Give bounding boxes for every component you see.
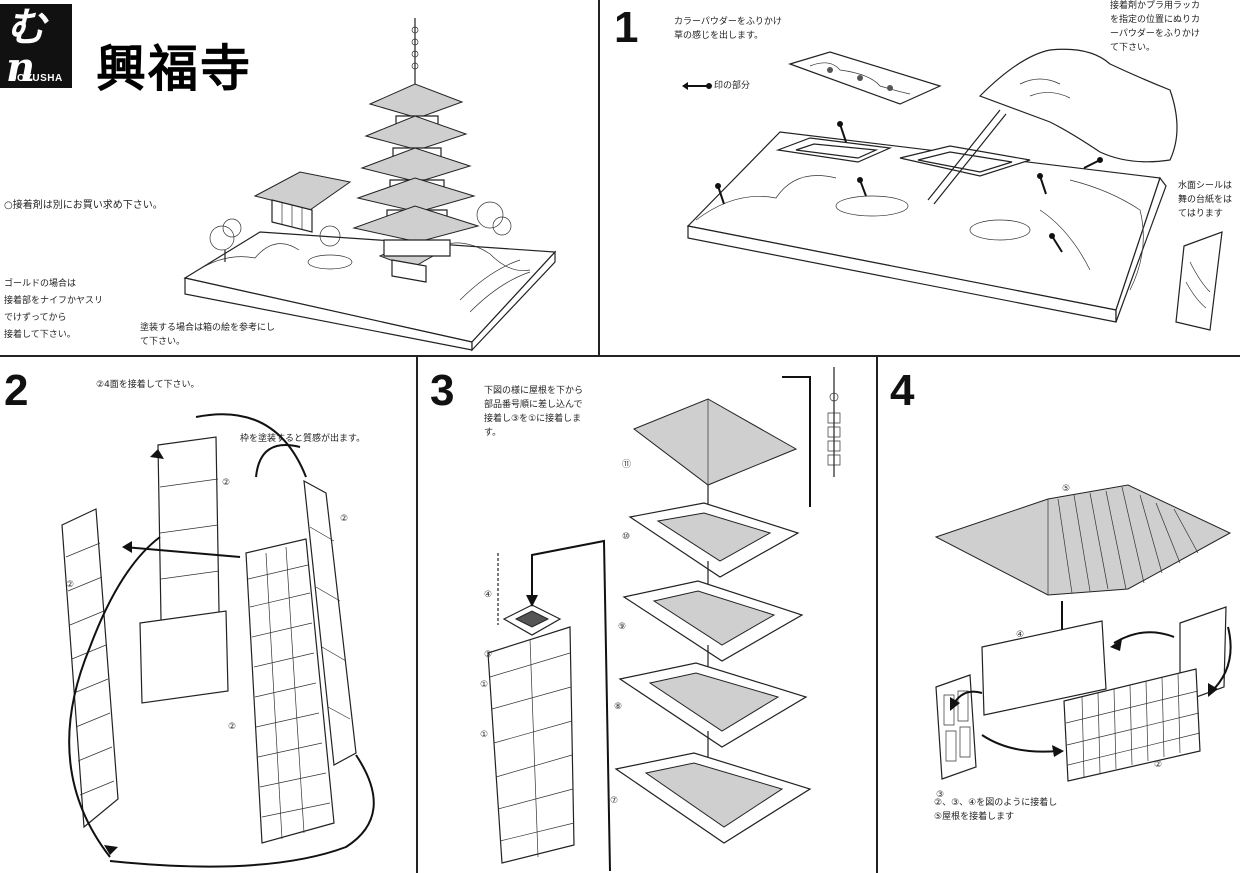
- svg-text:④: ④: [1016, 630, 1024, 640]
- svg-text:③: ③: [936, 790, 944, 800]
- svg-text:①: ①: [480, 730, 488, 740]
- intro-panel: むn DOYUSHA 興福寺 ○接着剤は別にお買い求め下さい。 ゴールドの場合は…: [0, 0, 598, 355]
- step-3-panel: 3 下図の様に屋根を下から 部品番号順に差し込んで 接着し③を①に接着しま す。…: [418, 357, 876, 873]
- pagoda-body: [488, 605, 574, 863]
- step-2-note-frame: 枠を塗装すると質感が出ます。: [240, 434, 366, 444]
- svg-text:⑤: ⑤: [1062, 484, 1070, 494]
- svg-text:⑦: ⑦: [610, 796, 618, 806]
- step-3-number: 3: [430, 366, 455, 415]
- logo-mark-icon: むn: [6, 4, 46, 91]
- svg-text:②: ②: [340, 514, 348, 524]
- tree-icon: [210, 219, 241, 262]
- svg-text:⑩: ⑩: [622, 532, 630, 542]
- temple-diorama-illustration: [0, 0, 598, 355]
- step-3-note-roofs: 下図の様に屋根を下から 部品番号順に差し込んで 接着し③を①に接着しま す。: [484, 386, 584, 438]
- vertical-divider-top: [598, 0, 600, 356]
- finial-icon: [828, 367, 840, 477]
- svg-text:②: ②: [228, 722, 236, 732]
- roof-tier: [630, 503, 798, 577]
- svg-text:②: ②: [222, 478, 230, 488]
- step-2-wall-assembly-illustration: ② ② ② ②: [0, 357, 416, 873]
- roof-tier: [616, 753, 810, 843]
- svg-text:④: ④: [484, 590, 492, 600]
- svg-text:②: ②: [66, 580, 74, 590]
- brand-name: DOYUSHA: [9, 73, 63, 84]
- roof-tier: [624, 581, 802, 661]
- svg-text:⑨: ⑨: [618, 622, 626, 632]
- step-1-number: 1: [614, 3, 639, 52]
- step-4-hall-assembly-illustration: ⑤ ④ ③ ②: [878, 484, 1240, 800]
- note-glue: ○接着剤は別にお買い求め下さい。: [4, 200, 163, 211]
- svg-text:①: ①: [480, 680, 488, 690]
- svg-text:②: ②: [1154, 760, 1162, 770]
- step-4-number: 4: [890, 366, 915, 415]
- horizontal-divider: [0, 355, 1240, 357]
- step-1-note-lacquer: 接着剤かプラ用ラッカ を指定の位置にぬりカ ーパウダーをふりかけ て下さい。: [1110, 1, 1201, 53]
- note-mold: ゴールドの場合は 接着部をナイフかヤスリ でけずってから 接着して下さい。: [4, 279, 104, 341]
- roof-tier-top: [634, 399, 796, 485]
- vertical-divider-bottom-right: [876, 356, 878, 873]
- step-3-pagoda-assembly-illustration: ④ ③ ① ①: [480, 357, 876, 873]
- vertical-divider-bottom-left: [416, 356, 418, 873]
- hall-roof: [936, 485, 1230, 595]
- hand-brush-icon: [928, 49, 1177, 204]
- note-paint: 塗装する場合は箱の絵を参考にし て下さい。: [140, 323, 276, 347]
- step-1-note-legend: 印の部分: [714, 81, 751, 91]
- step-1-note-powder: カラーパウダーをふりかけ 草の感じを出します。: [674, 17, 782, 41]
- legend-arrow-icon: [682, 82, 712, 90]
- step-2-note-walls: ②4面を接着して下さい。: [96, 380, 200, 390]
- pagoda: [354, 18, 478, 256]
- roof-tier: [620, 663, 806, 747]
- powder-packet-icon: [790, 52, 940, 104]
- brand-logo: むn DOYUSHA: [0, 4, 72, 88]
- step-1-panel: 1 カラーパウダーをふりかけ 草の感じを出します。 印の部分 接着剤かプラ用ラッ…: [600, 0, 1240, 355]
- step-4-panel: 4 ②、③、④を図のように接着し ⑤屋根を接着します ⑤ ④: [878, 357, 1240, 873]
- step-2-panel: 2 ②4面を接着して下さい。 枠を塗装すると質感が出ます。: [0, 357, 416, 873]
- svg-text:③: ③: [484, 650, 492, 660]
- step-4-note-hall: ②、③、④を図のように接着し ⑤屋根を接着します: [934, 798, 1058, 822]
- step-1-base-illustration: [600, 0, 1240, 355]
- svg-text:⑪: ⑪: [622, 459, 631, 470]
- hall-building: [255, 172, 350, 232]
- step-1-note-sticker: 水面シールは 舞の台紙をは てはります: [1178, 181, 1233, 219]
- svg-text:⑧: ⑧: [614, 702, 622, 712]
- page-title: 興福寺: [96, 39, 252, 98]
- water-sticker-icon: [1176, 232, 1222, 330]
- step-2-number: 2: [4, 366, 29, 415]
